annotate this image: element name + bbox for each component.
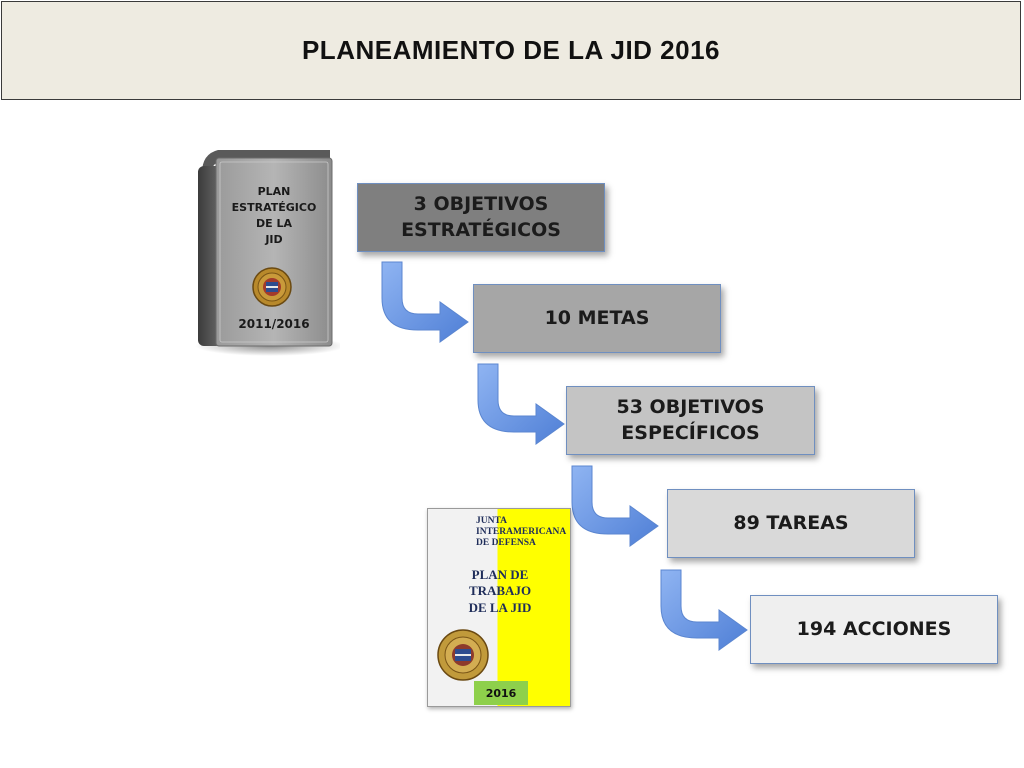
strategic-plan-period: 2011/2016 bbox=[238, 317, 310, 331]
step-goals: 10 METAS bbox=[473, 284, 721, 353]
step-specific-objectives: 53 OBJETIVOS ESPECÍFICOS bbox=[566, 386, 815, 455]
strategic-plan-book bbox=[195, 150, 340, 356]
curved-arrow-icon bbox=[381, 261, 469, 343]
curved-arrow-icon bbox=[660, 569, 748, 651]
curved-arrow-icon bbox=[571, 465, 659, 547]
seal-emblem-icon bbox=[437, 629, 489, 681]
seal-emblem-icon bbox=[252, 267, 292, 307]
curved-arrow-icon bbox=[477, 363, 565, 445]
work-plan-title: PLAN DE TRABAJO DE LA JID bbox=[468, 567, 532, 615]
step-tasks: 89 TAREAS bbox=[667, 489, 915, 558]
step-actions: 194 ACCIONES bbox=[750, 595, 998, 664]
page-title: PLANEAMIENTO DE LA JID 2016 bbox=[301, 35, 721, 65]
step-strategic-objectives: 3 OBJETIVOS ESTRATÉGICOS bbox=[357, 183, 605, 252]
strategic-plan-label: PLAN ESTRATÉGICO DE LA JID bbox=[231, 185, 317, 246]
title-banner: PLANEAMIENTO DE LA JID 2016 bbox=[1, 1, 1021, 100]
work-plan-organization: JUNTA INTERAMERICANA DE DEFENSA bbox=[476, 516, 567, 548]
work-plan-year: 2016 bbox=[474, 681, 528, 705]
